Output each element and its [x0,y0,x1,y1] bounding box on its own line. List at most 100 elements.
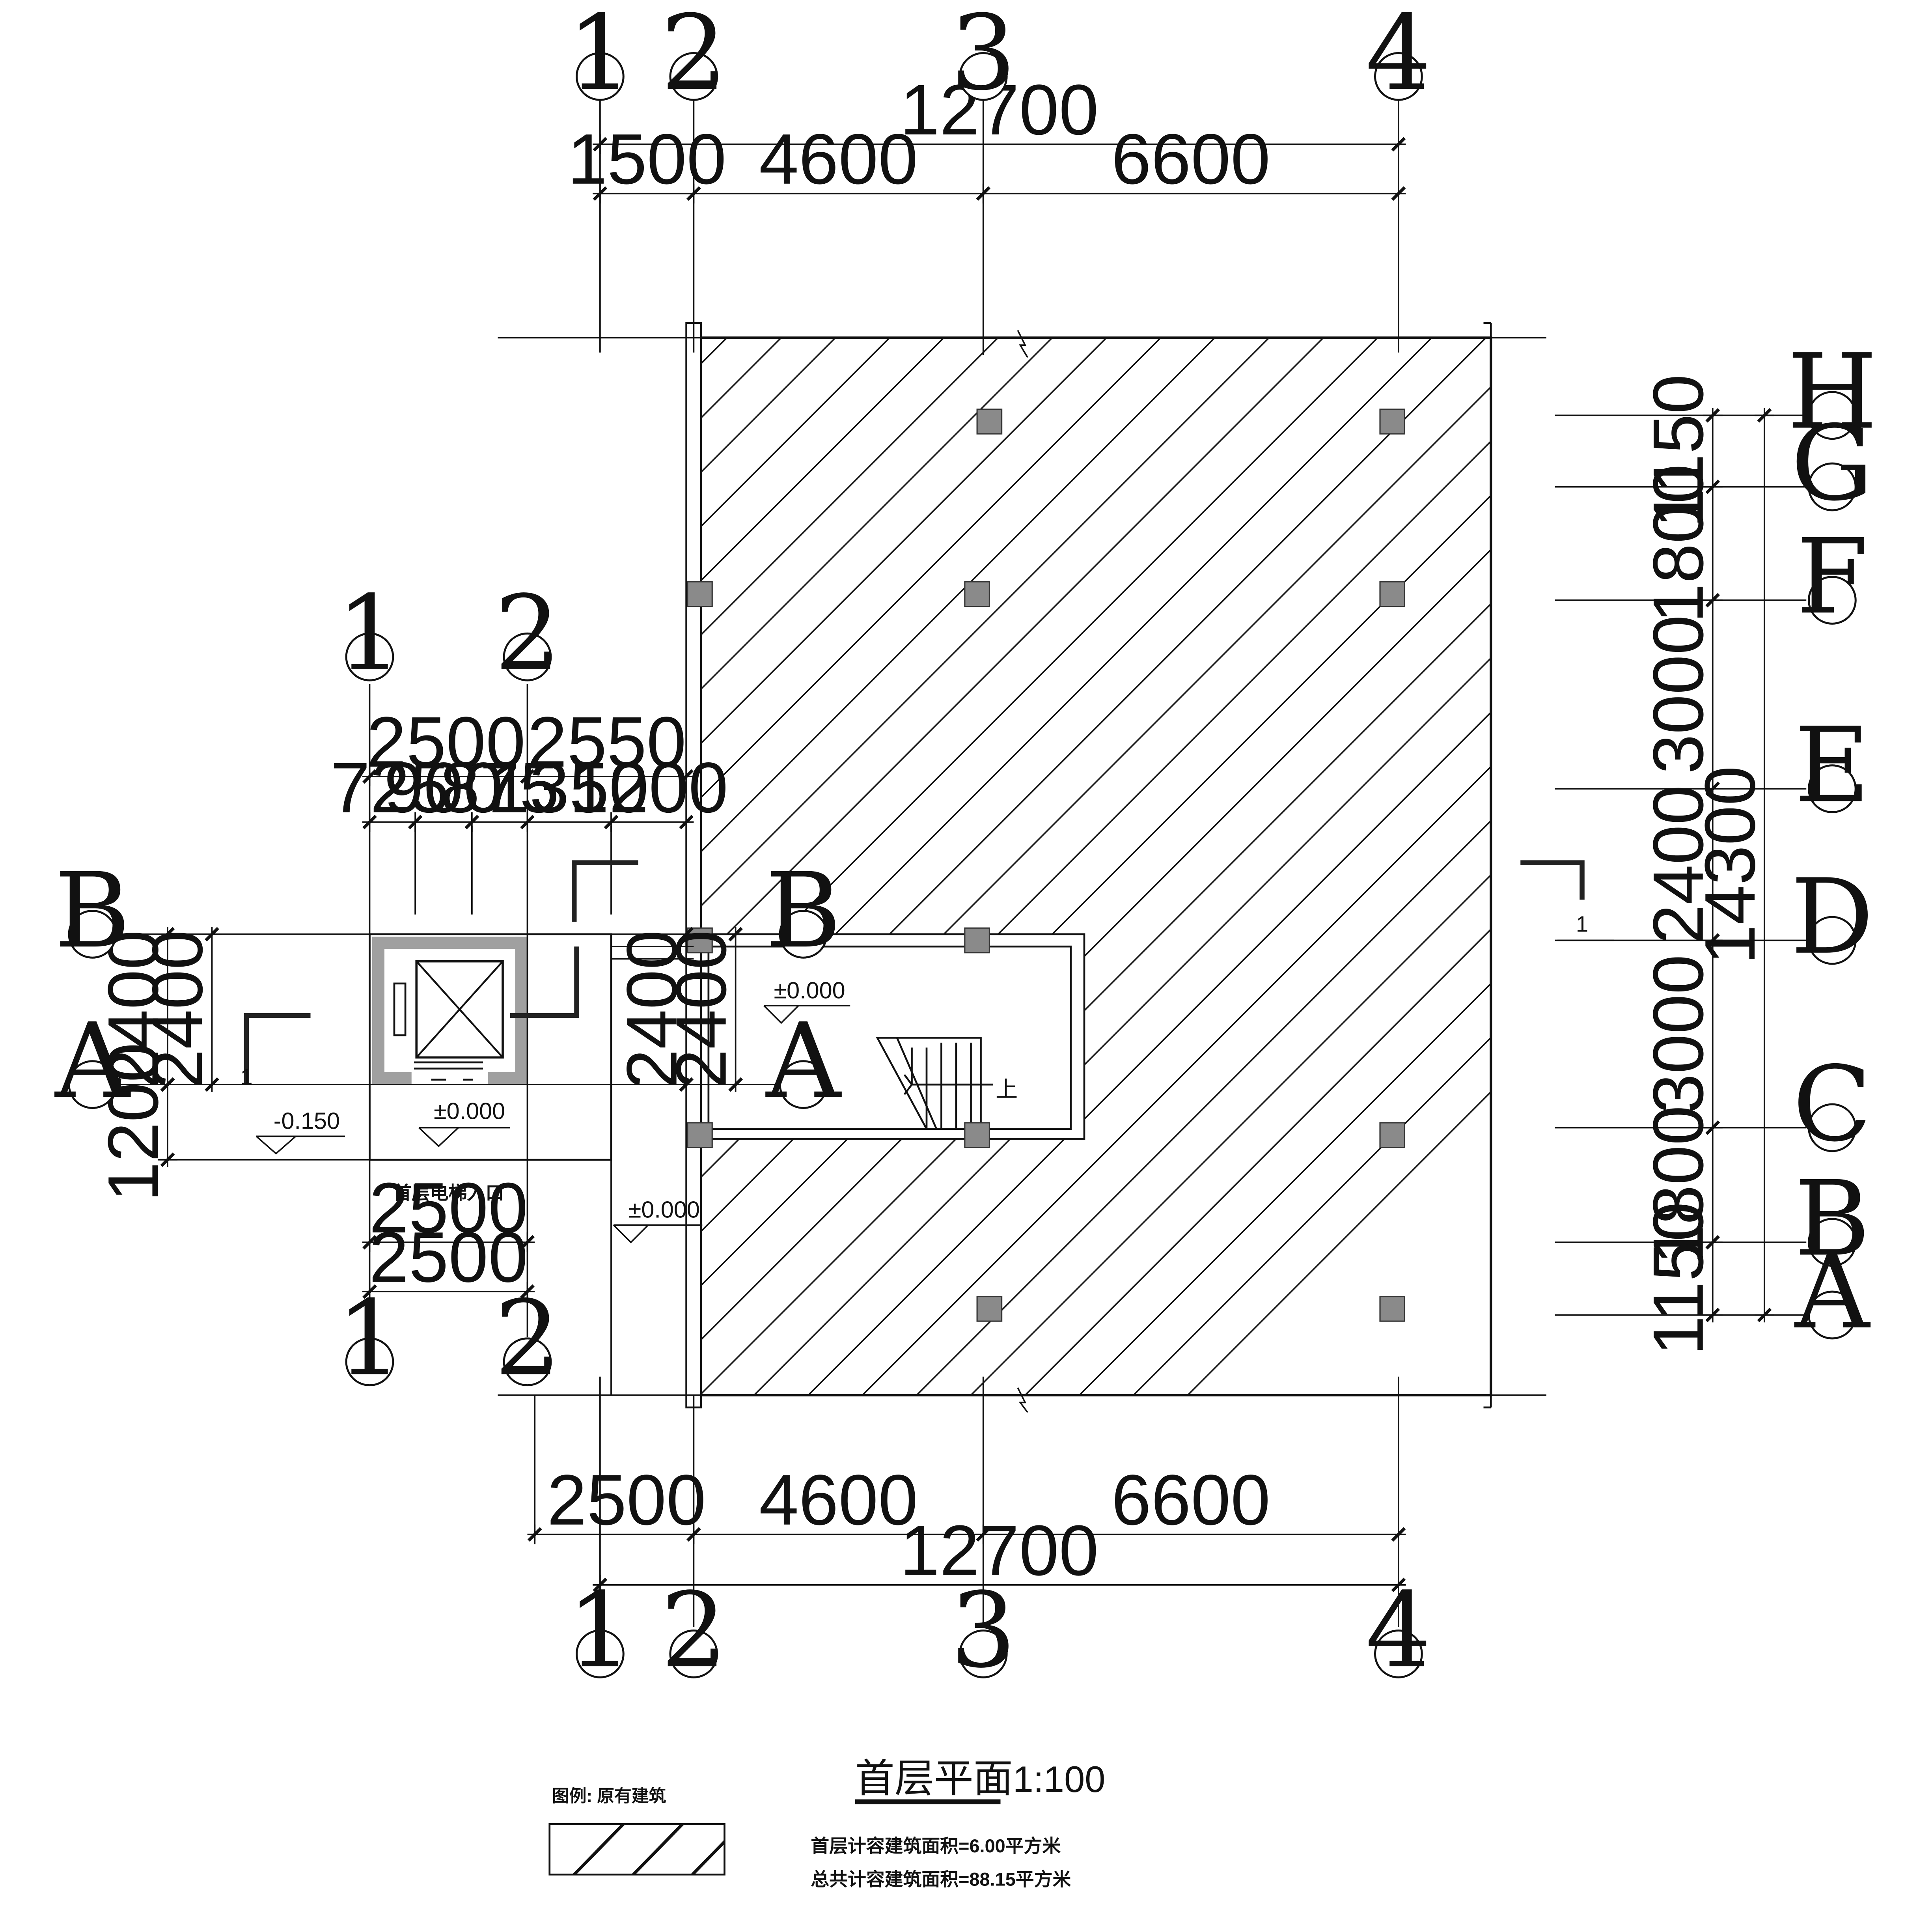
svg-text:1: 1 [567,1570,633,1691]
svg-text:2: 2 [661,1570,727,1691]
dim-annex-left-1: 2400 [93,927,177,1092]
level-stair: ±0.000 [774,977,845,1003]
section-mark-right [1520,860,1585,900]
level-marker-stair [763,1005,850,1024]
svg-text:B: B [54,850,131,971]
stair-entry-box: 上 [700,933,1085,1140]
column [976,1296,1003,1322]
dimension-label: 2400 [612,930,692,1089]
axis-bubble-col-bottom: 4 [1365,1570,1431,1691]
svg-text:4: 4 [1365,1570,1431,1691]
axis-bubble-annex-bottom: 2 [494,1278,560,1398]
area-total: 总共计容建筑面积=88.15平方米 [811,1869,1071,1889]
dimension-label: 1800 [1639,1105,1718,1264]
dim-annex-bottom-2: 2500 [362,1217,535,1302]
axis-bubble-annex-row-left: B [54,850,131,971]
axis-bubble-annex-top: 2 [494,573,560,694]
drawing-scale: 1:100 [1013,1758,1106,1800]
structural-columns [687,409,1406,1322]
dimension-label: 1500 [567,119,726,199]
dimension-label: 6600 [1111,119,1270,199]
svg-text:1: 1 [337,573,403,694]
column [687,1122,713,1148]
svg-text:E: E [1794,705,1870,825]
elevator-door [414,1061,483,1081]
axis-bubble-annex-row-inner: A [765,1001,842,1121]
svg-text:A: A [1793,1231,1871,1352]
dim-top-segments: 1500 4600 6600 [567,119,1406,203]
dimension-label: 2400 [1639,785,1718,944]
level-elevator: ±0.000 [434,1098,505,1124]
existing-building-hatch [694,338,1491,1395]
axis-bubble-col-bottom: 1 [567,1570,633,1691]
dimension-label: 900 [384,748,503,827]
axis-bubble-annex-row-left: A [53,1001,131,1121]
dimension-label: 4600 [759,1460,918,1540]
svg-text:H: H [1787,331,1877,452]
dim-bottom-total: 12700 [593,1511,1406,1595]
axis-bubble-annex-row-inner: B [765,850,841,971]
section-number-left: 1 [240,1064,252,1089]
axis-bubble-row: G [1791,403,1874,524]
level-marker-passage [613,1224,703,1243]
dimension-label: 1150 [1639,1202,1718,1355]
dimension-label: 3000 [1639,615,1718,774]
svg-text:B: B [1794,1158,1870,1279]
level-passage: ±0.000 [628,1197,700,1223]
svg-text:F: F [1796,516,1868,637]
drawing-title-block: 首层平面 1:100 [855,1757,1106,1805]
dimension-label: 725 [330,748,449,827]
level-markers [255,1005,850,1243]
dimension-label: 2400 [138,930,217,1089]
column [964,581,990,607]
dimension-label: 6600 [1111,1460,1270,1540]
column [976,409,1003,435]
elevator-entrance-label: 首层电梯入口 [393,1183,504,1203]
dimension-label: 2400 [93,930,173,1089]
drawing-title: 首层平面 [855,1757,1013,1801]
legend-label: 图例: 原有建筑 [552,1786,666,1806]
dimension-label: 2550 [527,702,686,782]
dimension-label: 1800 [1639,464,1718,623]
elevator-car [415,960,504,1059]
svg-text:D: D [1791,857,1874,977]
column [687,581,713,607]
elevator-annex: 首层电梯入口 [369,933,694,1395]
axis-bubble-col-top: 1 [567,0,633,113]
axis-bubble-row: E [1794,705,1870,825]
dimension-label: 2500 [369,1217,528,1297]
section-mark-left [244,1013,311,1085]
column [1379,409,1406,435]
axis-bubble-row: F [1796,516,1868,637]
axis-bubble-row: B [1794,1158,1870,1279]
dimension-label: 2500 [547,1460,706,1540]
boundary-lines [498,337,1546,1396]
dim-annex-inner-2: 2400 [662,927,746,1092]
svg-text:B: B [765,850,841,971]
axis-bubble-col-top: 3 [950,0,1016,113]
dimension-label: 4600 [759,119,918,199]
column [964,1122,990,1148]
section-marks [244,860,1585,1085]
axis-bubble-annex-bottom: 1 [337,1278,403,1398]
column [1379,581,1406,607]
section-mark-top [572,860,638,922]
dimension-label: 1350 [490,748,649,827]
axis-bubble-row: A [1793,1231,1871,1352]
svg-text:3: 3 [950,1570,1016,1691]
column [964,927,990,954]
stair-up-label: 上 [996,1077,1018,1101]
dim-annex-bottom-1: 2500 [362,1168,535,1253]
dimension-label: 12700 [900,1511,1098,1590]
dimension-label: 14300 [1690,766,1770,965]
column [687,927,713,954]
axis-bubble-col-bottom: 3 [950,1570,1016,1691]
dim-annex-inner-1: 2400 [612,927,696,1092]
column [1379,1296,1406,1322]
